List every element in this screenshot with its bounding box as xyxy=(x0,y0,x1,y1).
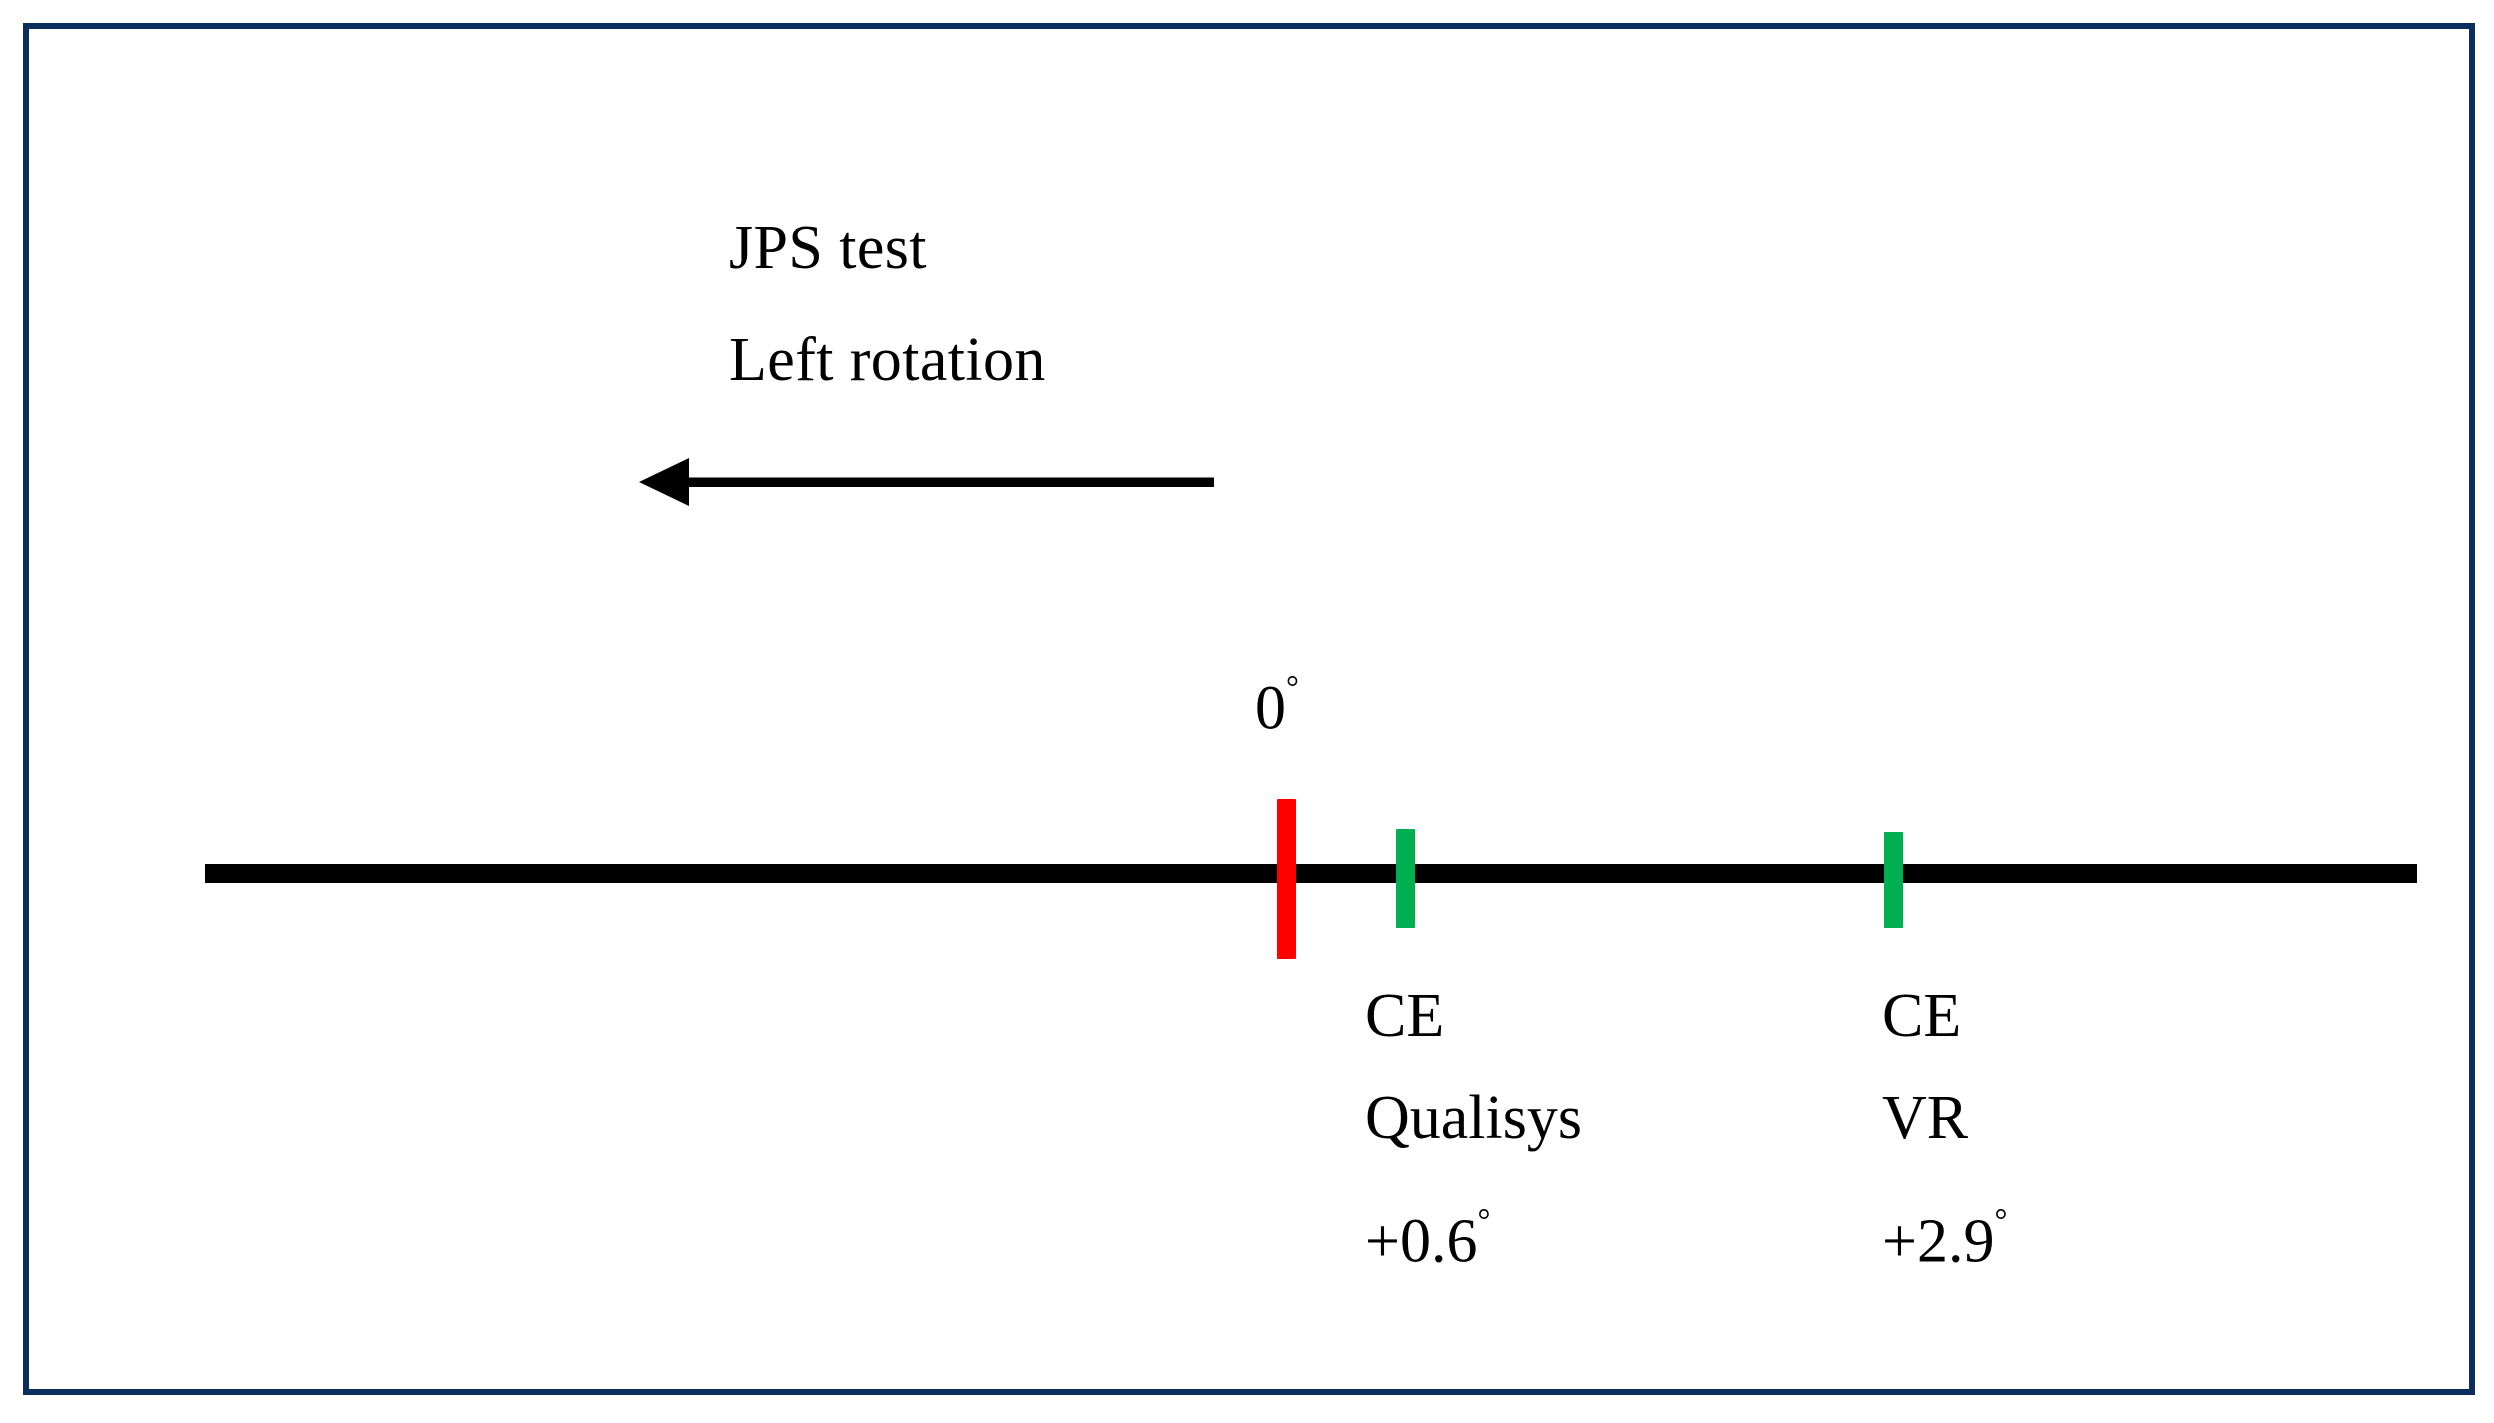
figure-border: JPS test Left rotation 0° CE Qualisys +0… xyxy=(23,23,2475,1395)
tick-ce-vr xyxy=(1884,832,1903,928)
value-number: +2.9 xyxy=(1882,1207,1995,1276)
horizontal-axis-line xyxy=(205,864,2417,883)
measurement-label-ce-qualisys: CE Qualisys +0.6° xyxy=(1365,965,1582,1293)
heading-line-test-name: JPS test xyxy=(729,214,927,282)
zero-degree-label: 0° xyxy=(1255,669,1299,745)
degree-symbol-icon: ° xyxy=(1477,1202,1491,1238)
left-arrow-icon xyxy=(639,458,1214,506)
label-value-qualisys: +0.6° xyxy=(1365,1169,1582,1293)
tick-ce-qualisys xyxy=(1396,829,1415,928)
label-value-vr: +2.9° xyxy=(1882,1169,2007,1293)
label-method-ce: CE xyxy=(1882,982,1962,1050)
heading-line-rotation-direction: Left rotation xyxy=(729,326,1046,394)
zero-value: 0 xyxy=(1255,674,1286,743)
label-method-ce: CE xyxy=(1365,982,1445,1050)
degree-symbol-icon: ° xyxy=(1286,669,1299,705)
measurement-label-ce-vr: CE VR +2.9° xyxy=(1882,965,2007,1293)
figure-heading: JPS test Left rotation xyxy=(729,192,1046,416)
label-system-vr: VR xyxy=(1882,1084,1969,1152)
label-system-qualisys: Qualisys xyxy=(1365,1084,1582,1152)
tick-zero-reference xyxy=(1277,799,1296,959)
value-number: +0.6 xyxy=(1365,1207,1478,1276)
degree-symbol-icon: ° xyxy=(1994,1202,2008,1238)
